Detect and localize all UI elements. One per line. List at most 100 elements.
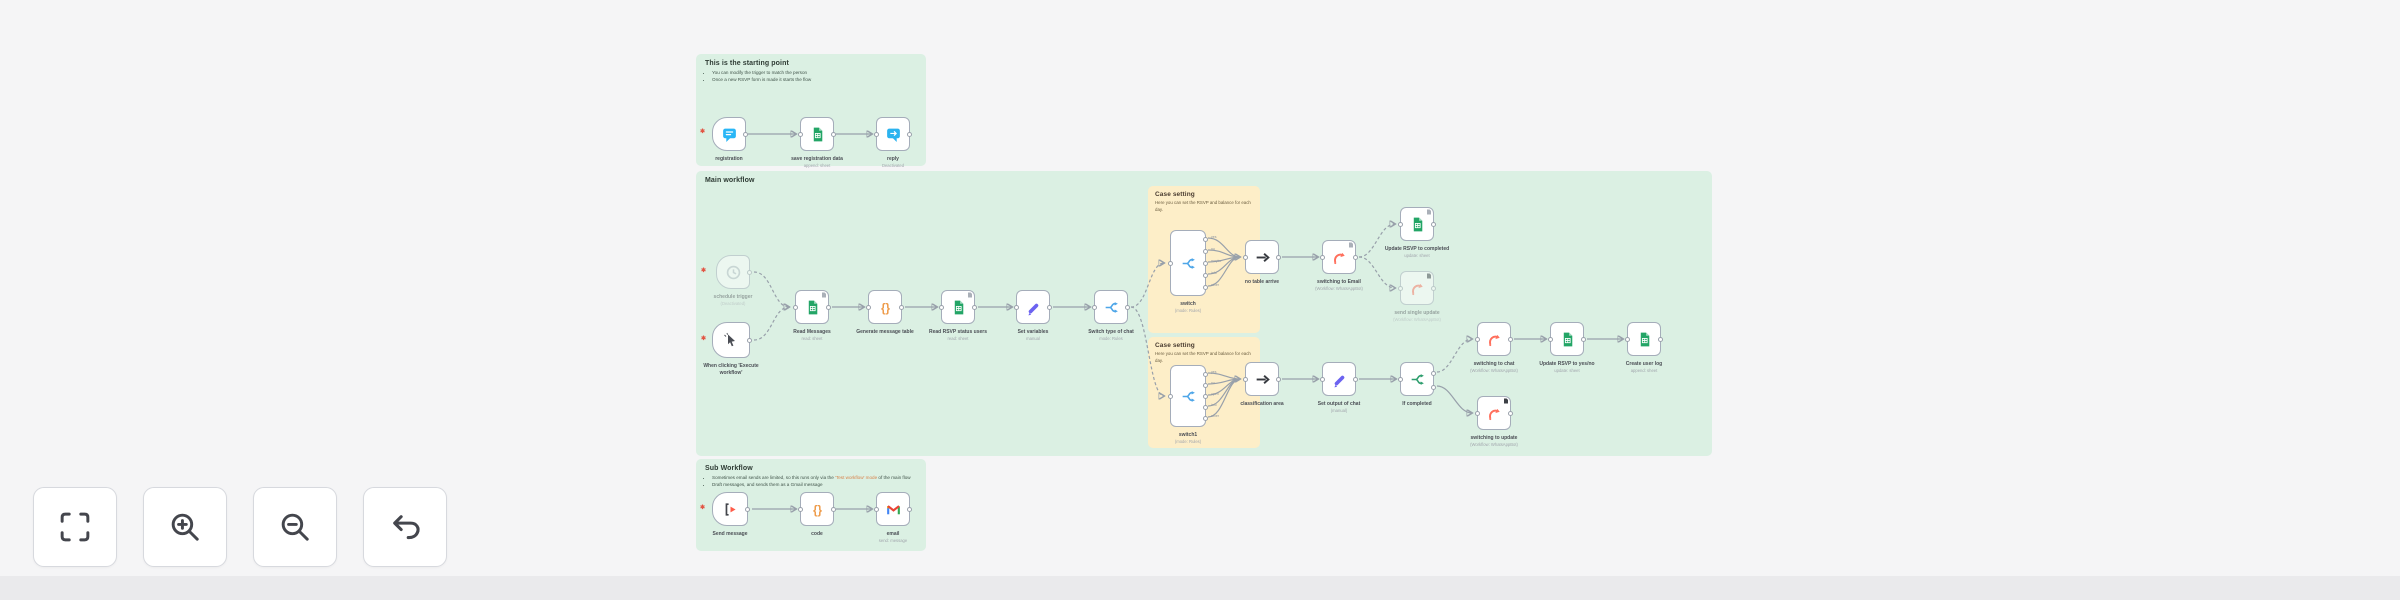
node-set-output-of-chat[interactable]: Set output of chat (manual) <box>1318 362 1360 413</box>
arrow-right-icon <box>1254 249 1271 266</box>
pencil-icon <box>1331 371 1348 388</box>
port-label: yes <box>1211 235 1217 239</box>
node-registration-trigger[interactable]: registration <box>712 117 749 162</box>
port-label: yes <box>1211 370 1217 374</box>
node-label: Read Messages <box>793 329 831 335</box>
google-sheets-icon <box>1559 331 1576 348</box>
sticky-bullet: You can modify the trigger to match the … <box>712 69 917 76</box>
undo-button[interactable] <box>363 487 447 567</box>
node-set-variables[interactable]: Set variables manual <box>1014 290 1053 341</box>
output-port[interactable] <box>1202 383 1208 389</box>
execute-workflow-icon <box>1486 405 1503 422</box>
execute-marker-icon: ✱ <box>701 336 707 342</box>
clock-icon <box>725 264 742 281</box>
node-label: schedule trigger <box>713 294 753 300</box>
node-label: Send message <box>712 531 748 537</box>
execute-workflow-icon <box>1409 280 1426 297</box>
sticky-bullet: Draft messages, and sends them as a Gmai… <box>712 481 917 488</box>
node-switch-type-of-chat[interactable]: Switch type of chat mode: Rules <box>1088 290 1134 341</box>
node-update-rsvp-completed[interactable]: Update RSVP to completed update: sheet <box>1385 207 1449 258</box>
node-label: Update RSVP to yes/no <box>1539 361 1595 367</box>
node-generate-message-table[interactable]: Generate message table <box>856 290 914 335</box>
output-port[interactable] <box>1202 416 1208 422</box>
node-subworkflow-trigger[interactable]: Send message <box>712 492 751 537</box>
output-port[interactable] <box>1202 405 1208 411</box>
zoom-out-button[interactable] <box>253 487 337 567</box>
node-create-user-log[interactable]: Create user log append: sheet <box>1625 322 1664 373</box>
node-label: Set variables <box>1017 329 1049 335</box>
output-port[interactable] <box>1202 261 1208 267</box>
note-pin-icon <box>1503 398 1509 404</box>
execute-workflow-icon <box>1486 331 1503 348</box>
node-label: save registration data <box>791 156 843 162</box>
output-port[interactable] <box>1202 249 1208 255</box>
node-switch-a[interactable]: yes no maybe info other switch (mode: Ru… <box>1168 230 1222 313</box>
execute-marker-icon: ✱ <box>700 505 706 511</box>
output-port[interactable] <box>1202 237 1208 243</box>
port-label: info <box>1211 271 1217 275</box>
google-sheets-icon <box>804 299 821 316</box>
output-port[interactable] <box>1202 273 1208 279</box>
zoom-to-fit-button[interactable] <box>33 487 117 567</box>
node-subtitle: manual <box>1026 336 1040 341</box>
google-sheets-icon <box>1636 331 1653 348</box>
output-port[interactable] <box>1202 394 1208 400</box>
node-sub-code[interactable]: code <box>798 492 837 537</box>
gmail-icon <box>885 501 902 518</box>
node-subtitle: update: sheet <box>1404 253 1430 258</box>
node-subtitle: (Workflow: WhatsAppBot) <box>1470 368 1518 373</box>
node-switching-to-update[interactable]: switching to update (Workflow: WhatsAppB… <box>1470 396 1518 447</box>
node-read-rsvp-status[interactable]: Read RSVP status users read: sheet <box>929 290 987 341</box>
node-send-single-update[interactable]: send single update (Workflow: WhatsAppBo… <box>1393 271 1441 322</box>
node-switching-to-email[interactable]: switching to Email (Workflow: WhatsAppBo… <box>1315 240 1363 291</box>
switch-icon <box>1180 255 1197 272</box>
canvas-bottom-band <box>0 576 2400 600</box>
node-switching-to-chat[interactable]: switching to chat (Workflow: WhatsAppBot… <box>1470 322 1518 373</box>
sticky-title: Sub Workflow <box>705 465 753 472</box>
note-pin-icon <box>1426 273 1432 279</box>
port-label: other <box>1211 414 1219 418</box>
zoom-in-button[interactable] <box>143 487 227 567</box>
node-save-registration[interactable]: save registration data append: sheet <box>791 117 843 168</box>
arrow-right-icon <box>1254 371 1271 388</box>
node-label: When clicking 'Execute workflow' <box>703 363 759 376</box>
sticky-body: Here you can set the RSVP and balance fo… <box>1155 200 1251 212</box>
node-switch-b[interactable]: yes no open info other switch1 (mode: Ru… <box>1168 365 1219 444</box>
node-label: reply <box>887 156 899 162</box>
note-pin-icon <box>821 292 827 298</box>
node-classification-area[interactable]: classification area <box>1240 362 1284 407</box>
fit-view-icon <box>57 509 93 545</box>
node-manual-trigger[interactable]: When clicking 'Execute workflow' <box>703 322 759 376</box>
node-label: no table arrive <box>1244 279 1280 285</box>
node-if-completed[interactable]: If completed <box>1398 362 1436 407</box>
output-port[interactable] <box>1430 385 1436 391</box>
node-subtitle: send: message <box>878 538 908 543</box>
google-sheets-icon <box>1409 216 1426 233</box>
node-subtitle: mode: Rules <box>1099 336 1123 341</box>
output-port[interactable] <box>1202 285 1208 291</box>
sticky-body: Here you can set the RSVP and balance fo… <box>1155 351 1251 363</box>
node-gmail-email[interactable]: email send: message <box>874 492 913 543</box>
sticky-title: Main workflow <box>705 177 755 184</box>
node-subtitle: (Deactivated) <box>720 301 746 306</box>
node-label: switching to Email <box>1317 279 1361 285</box>
node-subtitle: Deactivated <box>881 163 905 168</box>
node-read-messages[interactable]: Read Messages read: sheet <box>793 290 832 341</box>
sticky-bullet: Sometimes email sends are limited, so th… <box>712 474 917 481</box>
node-update-rsvp-yesno[interactable]: Update RSVP to yes/no update: sheet <box>1539 322 1595 373</box>
node-subtitle: (Workflow: WhatsAppBot) <box>1393 317 1441 322</box>
note-pin-icon <box>1348 242 1354 248</box>
node-label: registration <box>715 156 743 162</box>
output-port[interactable] <box>1202 372 1208 378</box>
node-no-table-arrive[interactable]: no table arrive <box>1243 240 1282 285</box>
node-label: switching to update <box>1470 435 1518 441</box>
node-subtitle: (Workflow: WhatsAppBot) <box>1470 442 1518 447</box>
node-reply[interactable]: reply Deactivated <box>874 117 913 168</box>
output-port[interactable] <box>1430 371 1436 377</box>
node-schedule-trigger[interactable]: schedule trigger (Deactivated) <box>714 255 752 306</box>
node-subtitle: append: sheet <box>803 163 831 168</box>
node-subtitle: (mode: Rules) <box>1174 308 1202 313</box>
node-label: email <box>886 531 900 537</box>
node-label: Set output of chat <box>1317 401 1361 407</box>
